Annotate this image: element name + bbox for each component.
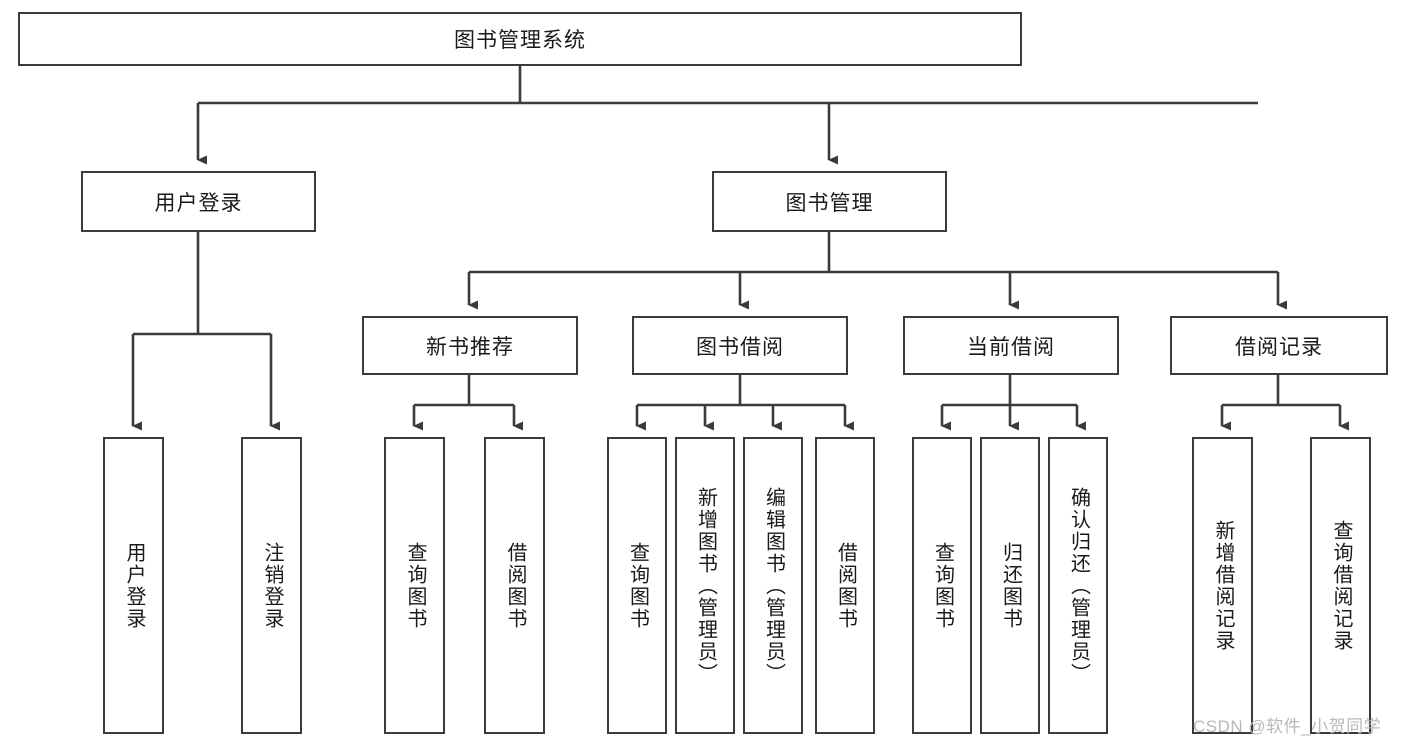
leaf-newbook-borrow-book[interactable]: 借阅图书 [484,437,545,734]
node-borrow-record-label: 借阅记录 [1235,335,1323,359]
node-user-login-label: 用户登录 [154,191,243,215]
leaf-borrow-query-book-label: 查询图书 [626,541,649,630]
leaf-user-login[interactable]: 用户登录 [103,437,164,734]
leaf-user-logout[interactable]: 注销登录 [241,437,302,734]
leaf-borrow-borrow-book[interactable]: 借阅图书 [815,437,875,734]
leaf-borrow-add-book-admin[interactable]: 新增图书（管理员） [675,437,735,734]
leaf-borrow-add-book-admin-label: 新增图书（管理员） [694,486,717,685]
leaf-user-logout-label: 注销登录 [261,541,283,630]
leaf-newbook-query-book-label: 查询图书 [404,541,426,630]
leaf-borrow-borrow-book-label: 借阅图书 [834,541,857,630]
leaf-user-login-label: 用户登录 [123,541,145,630]
leaf-current-query-book-label: 查询图书 [931,541,954,630]
node-root-system-label: 图书管理系统 [454,29,586,52]
leaf-borrow-edit-book-admin-label: 编辑图书（管理员） [762,486,785,685]
leaf-current-return-book[interactable]: 归还图书 [980,437,1040,734]
csdn-watermark: CSDN @软件_小贺同学 [1193,717,1382,736]
node-borrow-record[interactable]: 借阅记录 [1170,316,1388,375]
node-book-borrow[interactable]: 图书借阅 [632,316,848,375]
leaf-current-confirm-return-admin[interactable]: 确认归还（管理员） [1048,437,1108,734]
node-current-borrow[interactable]: 当前借阅 [903,316,1119,375]
node-new-book-recommend-label: 新书推荐 [426,335,514,359]
node-new-book-recommend[interactable]: 新书推荐 [362,316,578,375]
node-root-system[interactable]: 图书管理系统 [18,12,1022,66]
node-book-management-label: 图书管理 [785,191,874,215]
node-book-borrow-label: 图书借阅 [696,335,784,359]
leaf-newbook-borrow-book-label: 借阅图书 [504,541,526,630]
leaf-current-return-book-label: 归还图书 [999,541,1022,630]
leaf-borrow-query-book[interactable]: 查询图书 [607,437,667,734]
node-book-management[interactable]: 图书管理 [712,171,947,232]
leaf-record-query-record-label: 查询借阅记录 [1330,519,1352,652]
leaf-record-add-record[interactable]: 新增借阅记录 [1192,437,1253,734]
node-current-borrow-label: 当前借阅 [967,335,1055,359]
leaf-borrow-edit-book-admin[interactable]: 编辑图书（管理员） [743,437,803,734]
leaf-newbook-query-book[interactable]: 查询图书 [384,437,445,734]
leaf-record-query-record[interactable]: 查询借阅记录 [1310,437,1371,734]
leaf-current-confirm-return-admin-label: 确认归还（管理员） [1067,486,1090,685]
leaf-current-query-book[interactable]: 查询图书 [912,437,972,734]
leaf-record-add-record-label: 新增借阅记录 [1212,519,1234,652]
node-user-login[interactable]: 用户登录 [81,171,316,232]
